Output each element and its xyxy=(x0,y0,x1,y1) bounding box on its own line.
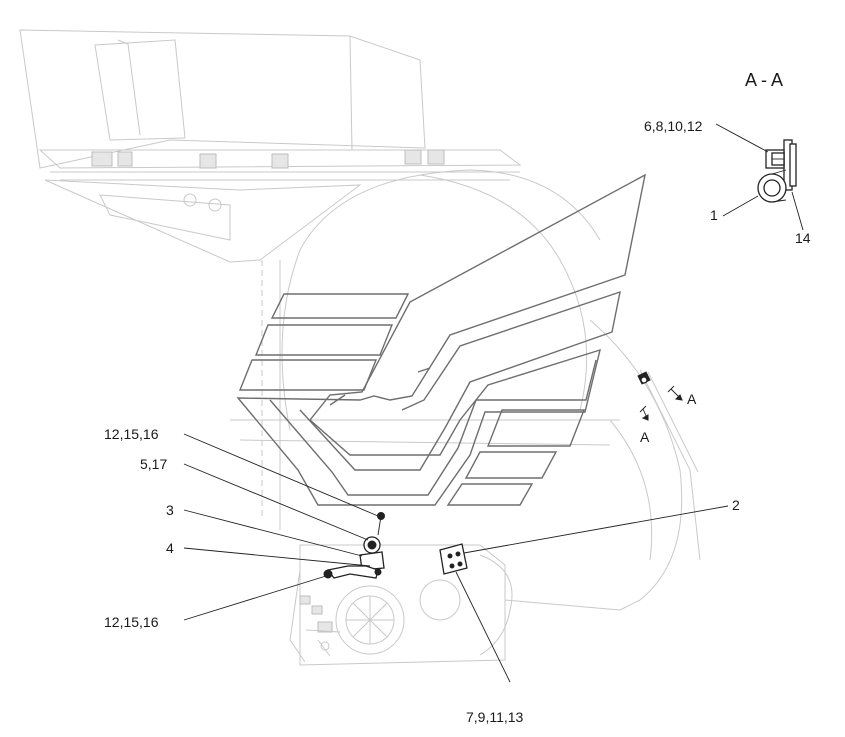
callout-6-8-10-12: 6,8,10,12 xyxy=(644,118,703,134)
ghost-background xyxy=(19,29,701,666)
installed-parts xyxy=(323,512,468,579)
emblem-bar-3 xyxy=(238,359,378,391)
callout-1: 1 xyxy=(710,207,718,223)
section-marker-label-2: A xyxy=(640,429,650,445)
fastener-lower xyxy=(323,569,333,579)
callout-3: 3 xyxy=(166,502,174,518)
section-marker-group: A A xyxy=(637,371,697,445)
callout-12-15-16-upper: 12,15,16 xyxy=(104,426,159,442)
emblem-stripe-1 xyxy=(269,359,597,496)
emblem-wing xyxy=(236,173,646,506)
emblem-outline xyxy=(236,173,646,506)
emblem-bar-6 xyxy=(446,483,534,506)
callout-12-15-16-lower: 12,15,16 xyxy=(104,614,159,630)
tube xyxy=(326,565,379,579)
emblem-bar-5 xyxy=(464,451,558,479)
callout-2: 2 xyxy=(732,497,740,513)
section-marker-label: A xyxy=(687,391,697,407)
callout-5-17: 5,17 xyxy=(140,456,167,472)
emblem-bar-2 xyxy=(254,324,394,356)
emblem-bar-4 xyxy=(486,409,586,447)
section-view-a-a: A - A 6,8,10,12 1 14 xyxy=(644,70,811,246)
mounting-block xyxy=(439,543,468,575)
callout-4: 4 xyxy=(166,540,174,556)
leader-lines xyxy=(183,433,729,683)
emblem-stripe-2 xyxy=(299,290,621,471)
emblem-bar-1 xyxy=(270,293,410,319)
section-view-title: A - A xyxy=(745,70,783,90)
emblem-stripe-3 xyxy=(329,367,431,406)
callout-14: 14 xyxy=(795,230,811,246)
callout-labels: 12,15,16 5,17 3 4 12,15,16 2 7,9,11,13 xyxy=(104,426,740,725)
callout-7-9-11-13: 7,9,11,13 xyxy=(466,709,524,725)
